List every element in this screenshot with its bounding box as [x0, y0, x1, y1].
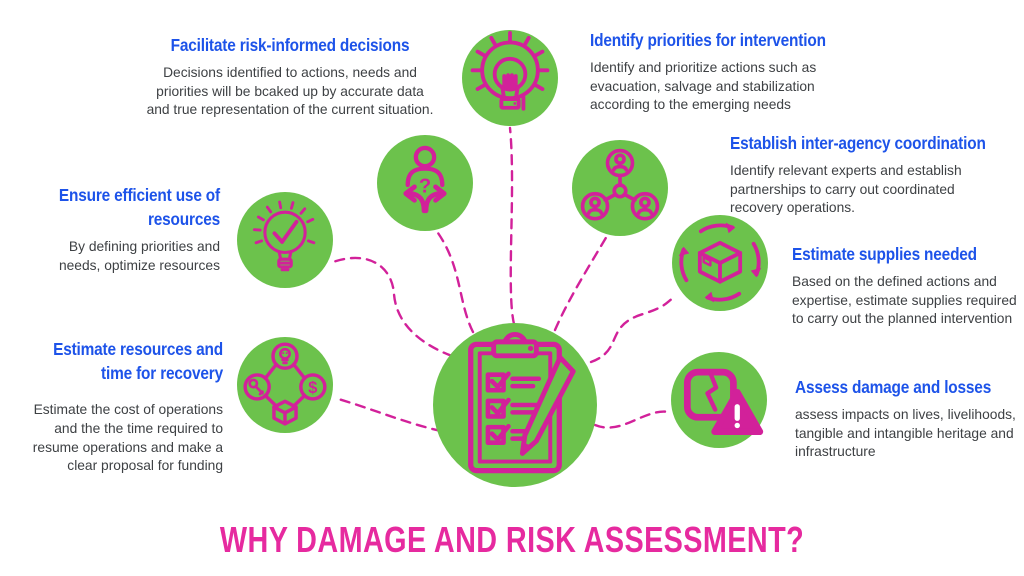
section-heading: Estimate resources and time for recovery: [53, 339, 223, 384]
section-body: By defining priorities and needs, optimi…: [58, 239, 220, 273]
resources-time-money-icon: $: [243, 342, 327, 426]
icon-circle-center-clipboard: [433, 323, 597, 487]
section-body: Identify and prioritize actions such as …: [590, 60, 817, 113]
section-heading: Ensure efficient use of resources: [58, 185, 220, 230]
broken-item-warning-icon: [683, 368, 764, 436]
section-body: Estimate the cost of operations and the …: [32, 402, 223, 474]
connector-to-supplies: [589, 294, 678, 364]
clipboard-checklist-icon: [468, 332, 576, 474]
page-title: WHY DAMAGE AND RISK ASSESSMENT?: [219, 519, 805, 560]
section-heading: Estimate supplies needed: [792, 244, 977, 264]
icon-circle-bulb-check: [237, 192, 333, 288]
section-heading: Identify priorities for intervention: [590, 30, 826, 50]
section-efficient-resources: Ensure efficient use of resources By def…: [5, 183, 220, 276]
connector-to-resources: [333, 396, 443, 433]
icon-circle-damage: [671, 352, 767, 448]
icon-circle-resources: $: [237, 337, 333, 433]
person-decision-paths-icon: ?: [403, 145, 447, 214]
connector-to-decision: [436, 231, 475, 334]
section-facilitate-decisions: Facilitate risk-informed decisions Decis…: [120, 33, 460, 120]
section-body: Decisions identified to actions, needs a…: [146, 65, 434, 118]
connector-to-damage: [593, 410, 671, 429]
connector-to-network: [553, 234, 609, 332]
section-heading: Assess damage and losses: [795, 377, 992, 397]
section-interagency-coordination: Establish inter-agency coordination Iden…: [730, 131, 1024, 218]
section-identify-priorities: Identify priorities for intervention Ide…: [590, 28, 890, 115]
section-assess-damage: Assess damage and losses assess impacts …: [795, 375, 1024, 462]
section-body: assess impacts on lives, livelihoods, ta…: [795, 407, 1016, 460]
section-heading: Facilitate risk-informed decisions: [170, 35, 410, 55]
icon-circle-network: [572, 140, 668, 236]
section-body: Based on the defined actions and experti…: [792, 274, 1017, 327]
lightbulb-check-icon: [252, 200, 316, 272]
svg-text:$: $: [308, 379, 317, 397]
connector-to-bulb-check: [331, 256, 454, 358]
section-body: Identify relevant experts and establish …: [730, 163, 962, 216]
supply-box-cycle-icon: [678, 222, 762, 303]
section-estimate-supplies: Estimate supplies needed Based on the de…: [792, 242, 1024, 329]
connector-to-gear-bulb: [508, 126, 516, 326]
section-heading: Establish inter-agency coordination: [730, 133, 986, 153]
section-resources-time-recovery: Estimate resources and time for recovery…: [8, 337, 223, 476]
icon-circle-supplies: [672, 215, 768, 311]
gear-lightbulb-icon: [470, 30, 550, 111]
svg-text:?: ?: [419, 176, 431, 198]
team-network-icon: [580, 148, 660, 221]
icon-circle-decision: ?: [377, 135, 473, 231]
icon-circle-gear-lightbulb: [462, 30, 558, 126]
